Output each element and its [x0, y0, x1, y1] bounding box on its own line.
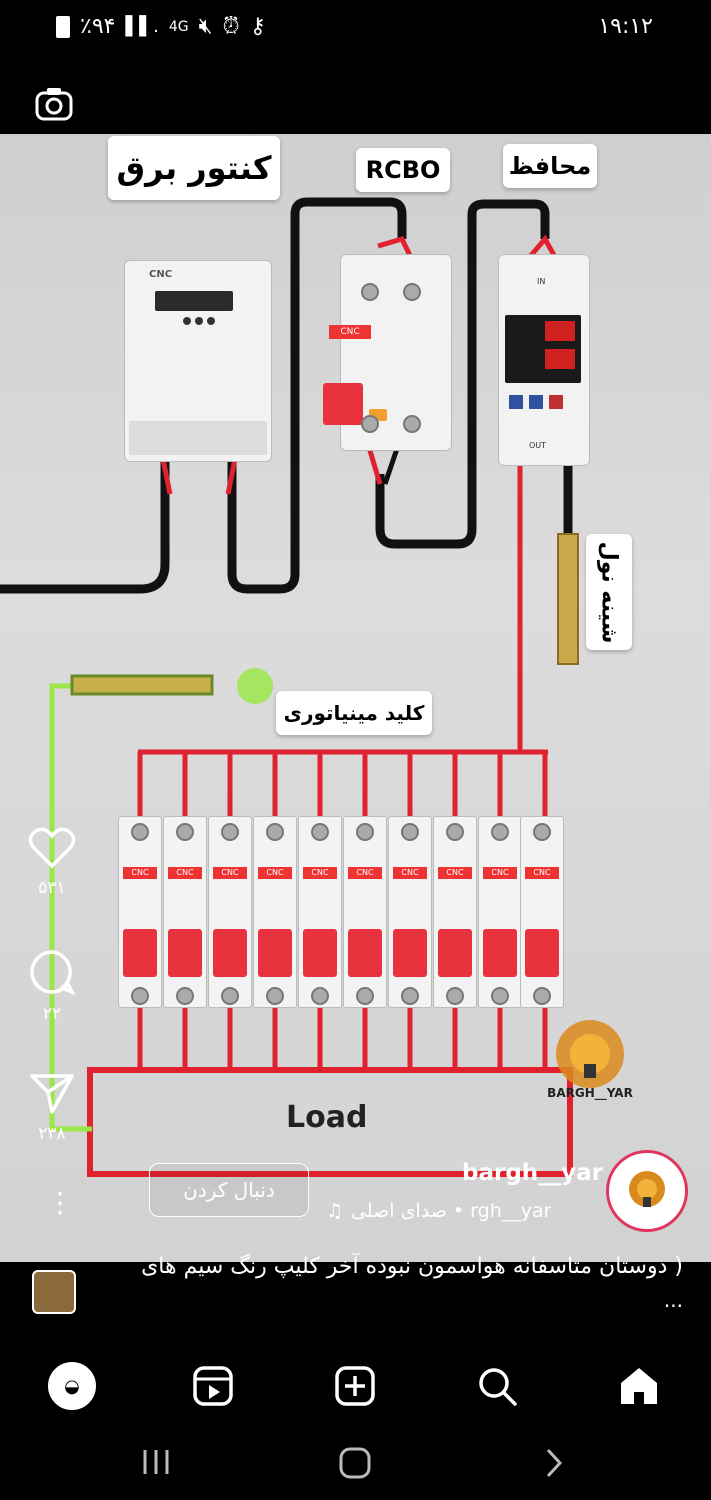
caption-area: ( دوستان متاسفانه هواسمون نبوده آخر کلیپ…	[0, 1254, 711, 1340]
audio-label[interactable]: ♫ صدای اصلی • rgh__yar	[326, 1200, 596, 1222]
rcbo-label: RCBO	[356, 148, 450, 192]
protector-display	[505, 315, 581, 383]
battery-icon	[56, 15, 70, 38]
back-button[interactable]	[540, 1446, 568, 1480]
share-button[interactable]: ۲۳۸	[12, 1070, 92, 1144]
meter-brand: CNC	[149, 269, 173, 280]
status-bar: ٪۹۴ ▌▌. 4G 🔇︎ ⏰︎ ⚷ ۱۹:۱۲	[0, 0, 711, 56]
share-count: ۲۳۸	[38, 1124, 66, 1144]
key-icon: ⚷	[249, 14, 266, 39]
load-label: Load	[286, 1100, 368, 1135]
comment-icon	[30, 950, 76, 996]
home-icon	[621, 1368, 657, 1404]
breaker-brand: CNC	[213, 867, 247, 879]
nav-reels[interactable]	[183, 1356, 243, 1416]
breaker-9: CNC	[478, 816, 522, 1008]
heart-icon	[28, 827, 76, 869]
breaker-4: CNC	[253, 816, 297, 1008]
breaker-6: CNC	[343, 816, 387, 1008]
alarm-icon: ⏰︎	[222, 14, 240, 39]
follow-button[interactable]: دنبال کردن	[149, 1163, 309, 1217]
protector-in-label: IN	[537, 277, 546, 286]
breaker-brand: CNC	[438, 867, 472, 879]
recent-apps-button[interactable]	[140, 1446, 172, 1478]
caption-more[interactable]: ...	[663, 1288, 683, 1312]
vertical-dots-icon: ⋮	[46, 1186, 74, 1219]
reels-icon	[193, 1366, 233, 1406]
recent-apps-icon	[143, 1450, 169, 1474]
breaker-brand: CNC	[525, 867, 559, 879]
share-icon	[30, 1074, 74, 1114]
username[interactable]: bargh__yar	[462, 1160, 604, 1186]
watermark-text: BARGH__YAR	[547, 1086, 633, 1100]
like-count: ۵۳۱	[38, 878, 66, 898]
home-system-button[interactable]	[338, 1446, 372, 1480]
camera-icon[interactable]	[34, 86, 74, 122]
breaker-8: CNC	[433, 816, 477, 1008]
music-note-icon: ♫	[326, 1200, 344, 1222]
breaker-brand: CNC	[393, 867, 427, 879]
rcbo-lever	[323, 383, 363, 425]
search-icon	[479, 1368, 517, 1406]
network-type: 4G	[168, 18, 189, 35]
signal-icon: ▌▌.	[125, 16, 159, 37]
neutral-bar-label: شینه نول	[586, 534, 632, 650]
breaker-5: CNC	[298, 816, 342, 1008]
avatar[interactable]	[606, 1150, 688, 1232]
nav-create[interactable]	[325, 1356, 385, 1416]
breaker-brand: CNC	[258, 867, 292, 879]
voltage-protector: IN OUT	[498, 254, 590, 466]
miniature-switch-label: کلید مینیاتوری	[276, 691, 432, 735]
clock: ۱۹:۱۲	[598, 14, 653, 39]
comment-count: ۲۲	[42, 1004, 62, 1024]
protector-out-label: OUT	[529, 441, 547, 450]
breaker-1: CNC	[118, 816, 162, 1008]
energy-meter: CNC	[124, 260, 272, 462]
protector-label: محافظ	[503, 144, 597, 188]
rcbo-brand: CNC	[329, 325, 371, 339]
meter-label: کنتور برق	[108, 136, 280, 200]
add-icon	[335, 1366, 375, 1406]
home-circle-icon	[339, 1447, 371, 1479]
avatar-logo-icon	[629, 1171, 665, 1207]
breaker-brand: CNC	[123, 867, 157, 879]
meter-buttons	[183, 317, 223, 327]
caption-text[interactable]: ( دوستان متاسفانه هواسمون نبوده آخر کلیپ…	[141, 1254, 683, 1279]
nav-home[interactable]	[609, 1356, 669, 1416]
breaker-brand: CNC	[348, 867, 382, 879]
breaker-10: CNC	[520, 816, 564, 1008]
breaker-brand: CNC	[168, 867, 202, 879]
protector-buttons	[509, 395, 579, 409]
top-bar	[0, 56, 711, 134]
meter-display	[155, 291, 233, 311]
reel-video[interactable]: CNC CNC IN OUT CNC CNC CNC	[0, 134, 711, 1262]
system-nav-bar	[0, 1430, 711, 1500]
breaker-7: CNC	[388, 816, 432, 1008]
breaker-3: CNC	[208, 816, 252, 1008]
battery-level: ٪۹۴	[80, 14, 116, 39]
breaker-brand: CNC	[303, 867, 337, 879]
caption-thumbnail[interactable]	[32, 1270, 76, 1314]
mute-icon: 🔇︎	[198, 14, 213, 39]
more-options-button[interactable]: ⋮	[46, 1189, 74, 1217]
breaker-brand: CNC	[483, 867, 517, 879]
nav-profile[interactable]: ◒	[42, 1356, 102, 1416]
audio-text: صدای اصلی • rgh__yar	[351, 1200, 552, 1222]
breaker-2: CNC	[163, 816, 207, 1008]
like-button[interactable]: ۵۳۱	[12, 826, 92, 898]
profile-avatar-icon: ◒	[48, 1362, 96, 1410]
rcbo-device: CNC	[323, 254, 452, 451]
back-chevron-icon	[546, 1448, 563, 1478]
nav-search[interactable]	[467, 1356, 527, 1416]
comment-button[interactable]: ۲۲	[12, 948, 92, 1024]
brand-watermark: BARGH__YAR	[540, 1012, 640, 1102]
